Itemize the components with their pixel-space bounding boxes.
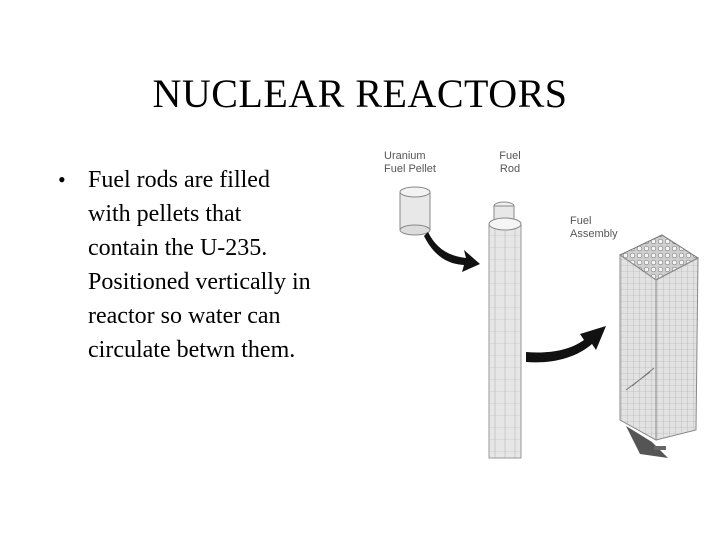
bullet-line: with pellets that <box>88 201 242 227</box>
label-fuel-pellet: Uranium Fuel Pellet <box>384 150 436 175</box>
label-fuel-assembly: Fuel Assembly <box>570 215 618 240</box>
label-fuel-rod: Fuel Rod <box>499 150 521 175</box>
fuel-assembly-diagram: Uranium Fuel Pellet Fuel Rod Fuel Assemb… <box>370 140 710 470</box>
diagram-graphic <box>399 186 699 459</box>
bullet-line: contain the U-235. <box>88 235 268 261</box>
fuel-rod <box>488 201 522 459</box>
slide-title: NUCLEAR REACTORS <box>152 71 568 116</box>
bullet-line: reactor so water can <box>88 303 281 329</box>
fuel-assembly <box>619 234 699 458</box>
bullet-line: Fuel rods are filled <box>88 167 270 193</box>
fuel-pellet <box>399 186 431 236</box>
bullet-marker: • <box>58 167 66 192</box>
arrow-pellet-to-rod <box>424 232 480 272</box>
bullet-list: • Fuel rods are filled with pellets that… <box>58 163 358 367</box>
bullet-item: • Fuel rods are filled with pellets that… <box>58 163 358 367</box>
arrow-rod-to-assembly <box>526 326 606 363</box>
bullet-line: circulate betwn them. <box>88 337 296 363</box>
bullet-line: Positioned vertically in <box>88 269 311 295</box>
